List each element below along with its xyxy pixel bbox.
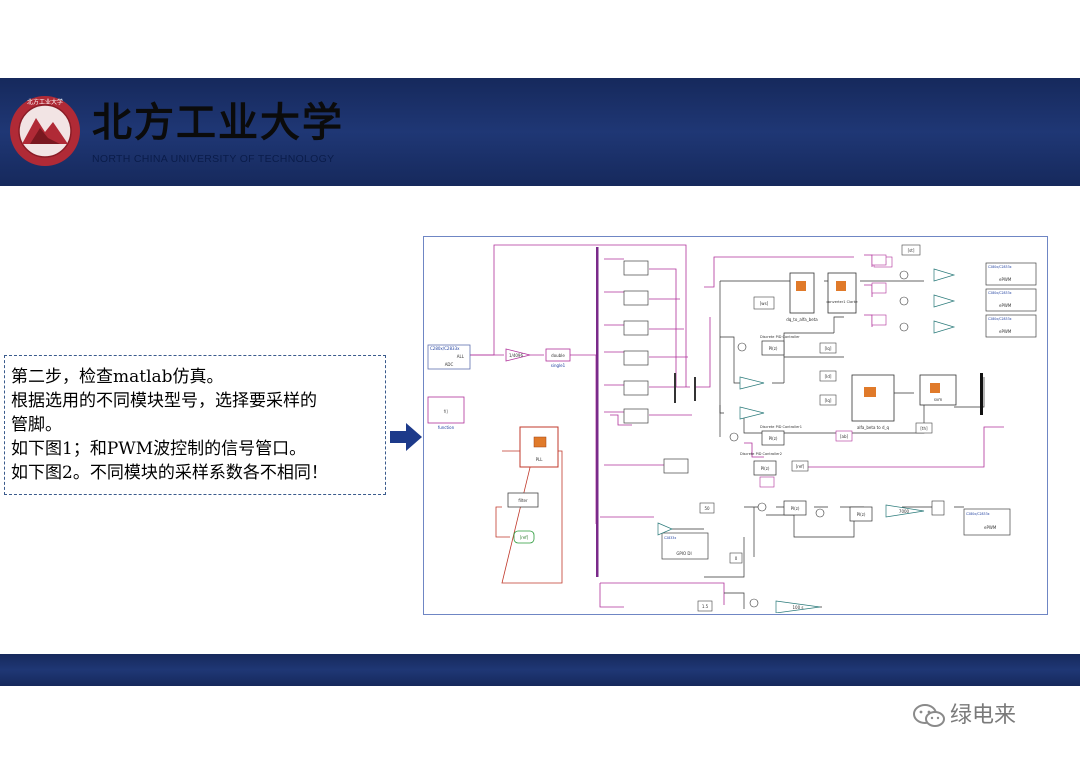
pid-blocks: PI(z) Discrete PID Controller PI(z) Disc… bbox=[740, 335, 872, 521]
svg-text:北方工业大学: 北方工业大学 bbox=[27, 98, 63, 106]
pid-label: Discrete PID Controller2 bbox=[740, 452, 782, 456]
svg-text:[ref]: [ref] bbox=[796, 464, 805, 469]
adc-title: C280x/C2833x bbox=[430, 346, 460, 351]
epwm-label: ePWM bbox=[999, 303, 1012, 308]
transform-blocks: dq_to_alfa_beta converter1 Clarke alfa_b… bbox=[786, 273, 983, 430]
note-line: 如下图2。不同模块的采样系数各不相同！ bbox=[11, 461, 385, 485]
svg-text:C280x/C2833x: C280x/C2833x bbox=[966, 512, 990, 516]
svg-text:PI(z): PI(z) bbox=[769, 436, 778, 441]
convert-sub: single1 bbox=[551, 363, 566, 368]
right-arrow-icon bbox=[390, 423, 422, 451]
const-label: 50 bbox=[704, 506, 710, 511]
const-label: 1.5 bbox=[702, 604, 709, 609]
svg-text:[lq]: [lq] bbox=[825, 346, 832, 351]
epwm-label: ePWM bbox=[999, 277, 1012, 282]
svg-text:[Iq]: [Iq] bbox=[825, 398, 832, 403]
note-line: 管脚。 bbox=[11, 413, 385, 437]
svg-text:PI(z): PI(z) bbox=[769, 346, 778, 351]
svg-text:[Id]: [Id] bbox=[825, 374, 832, 379]
note-line: 第二步，检查matlab仿真。 bbox=[11, 365, 385, 389]
transform-label: alfa_beta to d_q bbox=[857, 425, 890, 430]
footer-banner bbox=[0, 654, 1080, 686]
university-emblem-icon: 北方工业大学 bbox=[8, 94, 82, 168]
convert-label: double bbox=[551, 353, 565, 358]
adc-name: ADC bbox=[445, 362, 454, 367]
bus-bar bbox=[596, 247, 599, 577]
transform-label: converter1 Clarke bbox=[826, 300, 857, 304]
pll-label: PLL bbox=[536, 457, 544, 462]
gain-label: 1/4096 bbox=[509, 353, 524, 358]
svg-text:C280x/C2833x: C280x/C2833x bbox=[988, 265, 1012, 269]
transform-label: dq_to_alfa_beta bbox=[786, 317, 818, 322]
function-label: function bbox=[438, 425, 455, 430]
out-label: [ref] bbox=[520, 535, 529, 540]
svg-text:C280x/C2833x: C280x/C2833x bbox=[988, 291, 1012, 295]
adc-port: ALL bbox=[457, 354, 465, 359]
university-name-cn: 北方工业大学 bbox=[92, 100, 344, 146]
pid-label: Discrete PID Controller bbox=[760, 335, 800, 339]
svg-text:[ws]: [ws] bbox=[760, 301, 769, 306]
epwm-blocks: C280x/C2833x ePWM C280x/C2833x ePWM C280… bbox=[964, 263, 1036, 535]
svg-text:PI(z): PI(z) bbox=[791, 506, 800, 511]
svg-text:[ab]: [ab] bbox=[840, 434, 849, 439]
pll-wires bbox=[496, 451, 562, 583]
instruction-note: 第二步，检查matlab仿真。 根据选用的不同模块型号，选择要采样的 管脚。 如… bbox=[4, 355, 386, 495]
dc-label: 100 s bbox=[793, 605, 804, 610]
note-line: 根据选用的不同模块型号，选择要采样的 bbox=[11, 389, 385, 413]
const-label: 7000 bbox=[899, 509, 910, 514]
svg-text:[st]: [st] bbox=[908, 248, 915, 253]
transform-label: svm bbox=[934, 397, 942, 402]
gain-column bbox=[624, 261, 688, 473]
svg-text:PI(z): PI(z) bbox=[761, 466, 770, 471]
svg-text:C2833x: C2833x bbox=[664, 536, 676, 540]
wechat-icon bbox=[912, 703, 946, 729]
svg-text:f(): f() bbox=[444, 409, 449, 414]
svg-text:[th]: [th] bbox=[920, 426, 928, 431]
watermark-text: 绿电来 bbox=[950, 700, 1016, 732]
epwm-label: ePWM bbox=[999, 329, 1012, 334]
svg-text:PI(z): PI(z) bbox=[857, 512, 866, 517]
const-label: 0 bbox=[735, 556, 738, 561]
filter-label: filter bbox=[518, 498, 528, 503]
svg-text:C280x/C2833x: C280x/C2833x bbox=[988, 317, 1012, 321]
gpio-label: GPIO DI bbox=[676, 551, 691, 556]
note-line: 如下图1；和PWM波控制的信号管口。 bbox=[11, 437, 385, 461]
simulink-diagram: C280x/C2833x ALL ADC f() function 1/4096… bbox=[423, 236, 1048, 615]
pid-label: Discrete PID Controller1 bbox=[760, 425, 802, 429]
university-name-en: NORTH CHINA UNIVERSITY OF TECHNOLOGY bbox=[92, 153, 334, 165]
epwm-label: ePWM bbox=[984, 525, 997, 530]
